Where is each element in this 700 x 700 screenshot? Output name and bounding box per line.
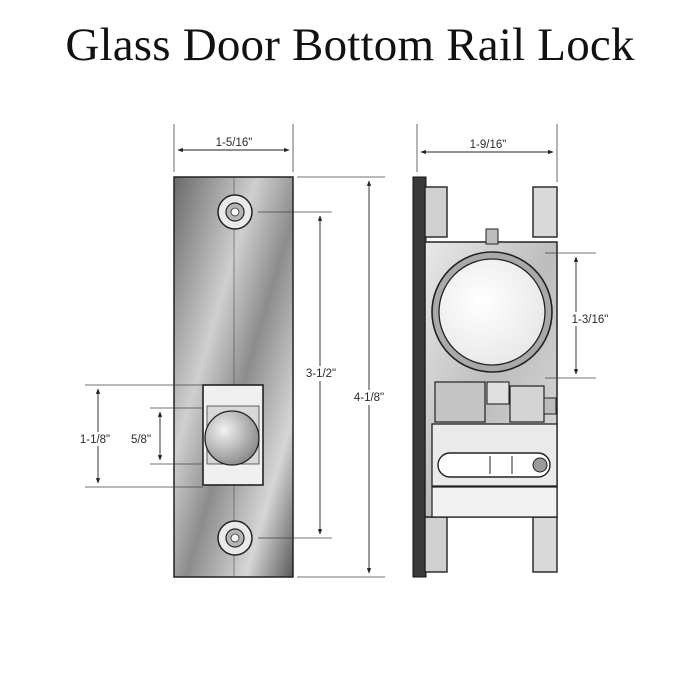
dim-cylinder-diameter: 1-3/16" bbox=[545, 252, 620, 379]
faceplate-width-label: 1-5/16" bbox=[216, 137, 253, 149]
actuator-slot bbox=[437, 452, 551, 478]
lock-body-view bbox=[412, 176, 558, 578]
dim-body-width: 1-9/16" bbox=[416, 124, 558, 182]
diagram-title: Glass Door Bottom Rail Lock bbox=[65, 19, 635, 71]
dim-overall-height: 4-1/8" bbox=[297, 176, 393, 578]
bottom-screw-hole bbox=[217, 520, 253, 556]
dim-bolt-height: 5/8" bbox=[126, 407, 203, 465]
dim-bolt-opening: 1-1/8" bbox=[70, 384, 203, 488]
dim-hole-spacing: 3-1/2" bbox=[258, 211, 345, 539]
faceplate-view bbox=[173, 176, 294, 578]
cylinder-bore bbox=[431, 251, 553, 373]
overall-height-label: 4-1/8" bbox=[354, 392, 384, 404]
dim-faceplate-width: 1-5/16" bbox=[173, 124, 294, 172]
top-screw-hole bbox=[217, 194, 253, 230]
faceplate bbox=[173, 176, 294, 578]
cylinder-diameter-label: 1-3/16" bbox=[572, 314, 609, 326]
body-width-label: 1-9/16" bbox=[470, 139, 507, 151]
bolt-height-label: 5/8" bbox=[131, 434, 151, 446]
bolt-opening-label: 1-1/8" bbox=[80, 434, 110, 446]
faceplate-edge bbox=[412, 176, 427, 578]
hole-spacing-label: 3-1/2" bbox=[306, 368, 336, 380]
bolt-mechanism bbox=[431, 381, 558, 518]
bolt-opening bbox=[202, 384, 264, 486]
latch-bolt bbox=[204, 410, 260, 466]
